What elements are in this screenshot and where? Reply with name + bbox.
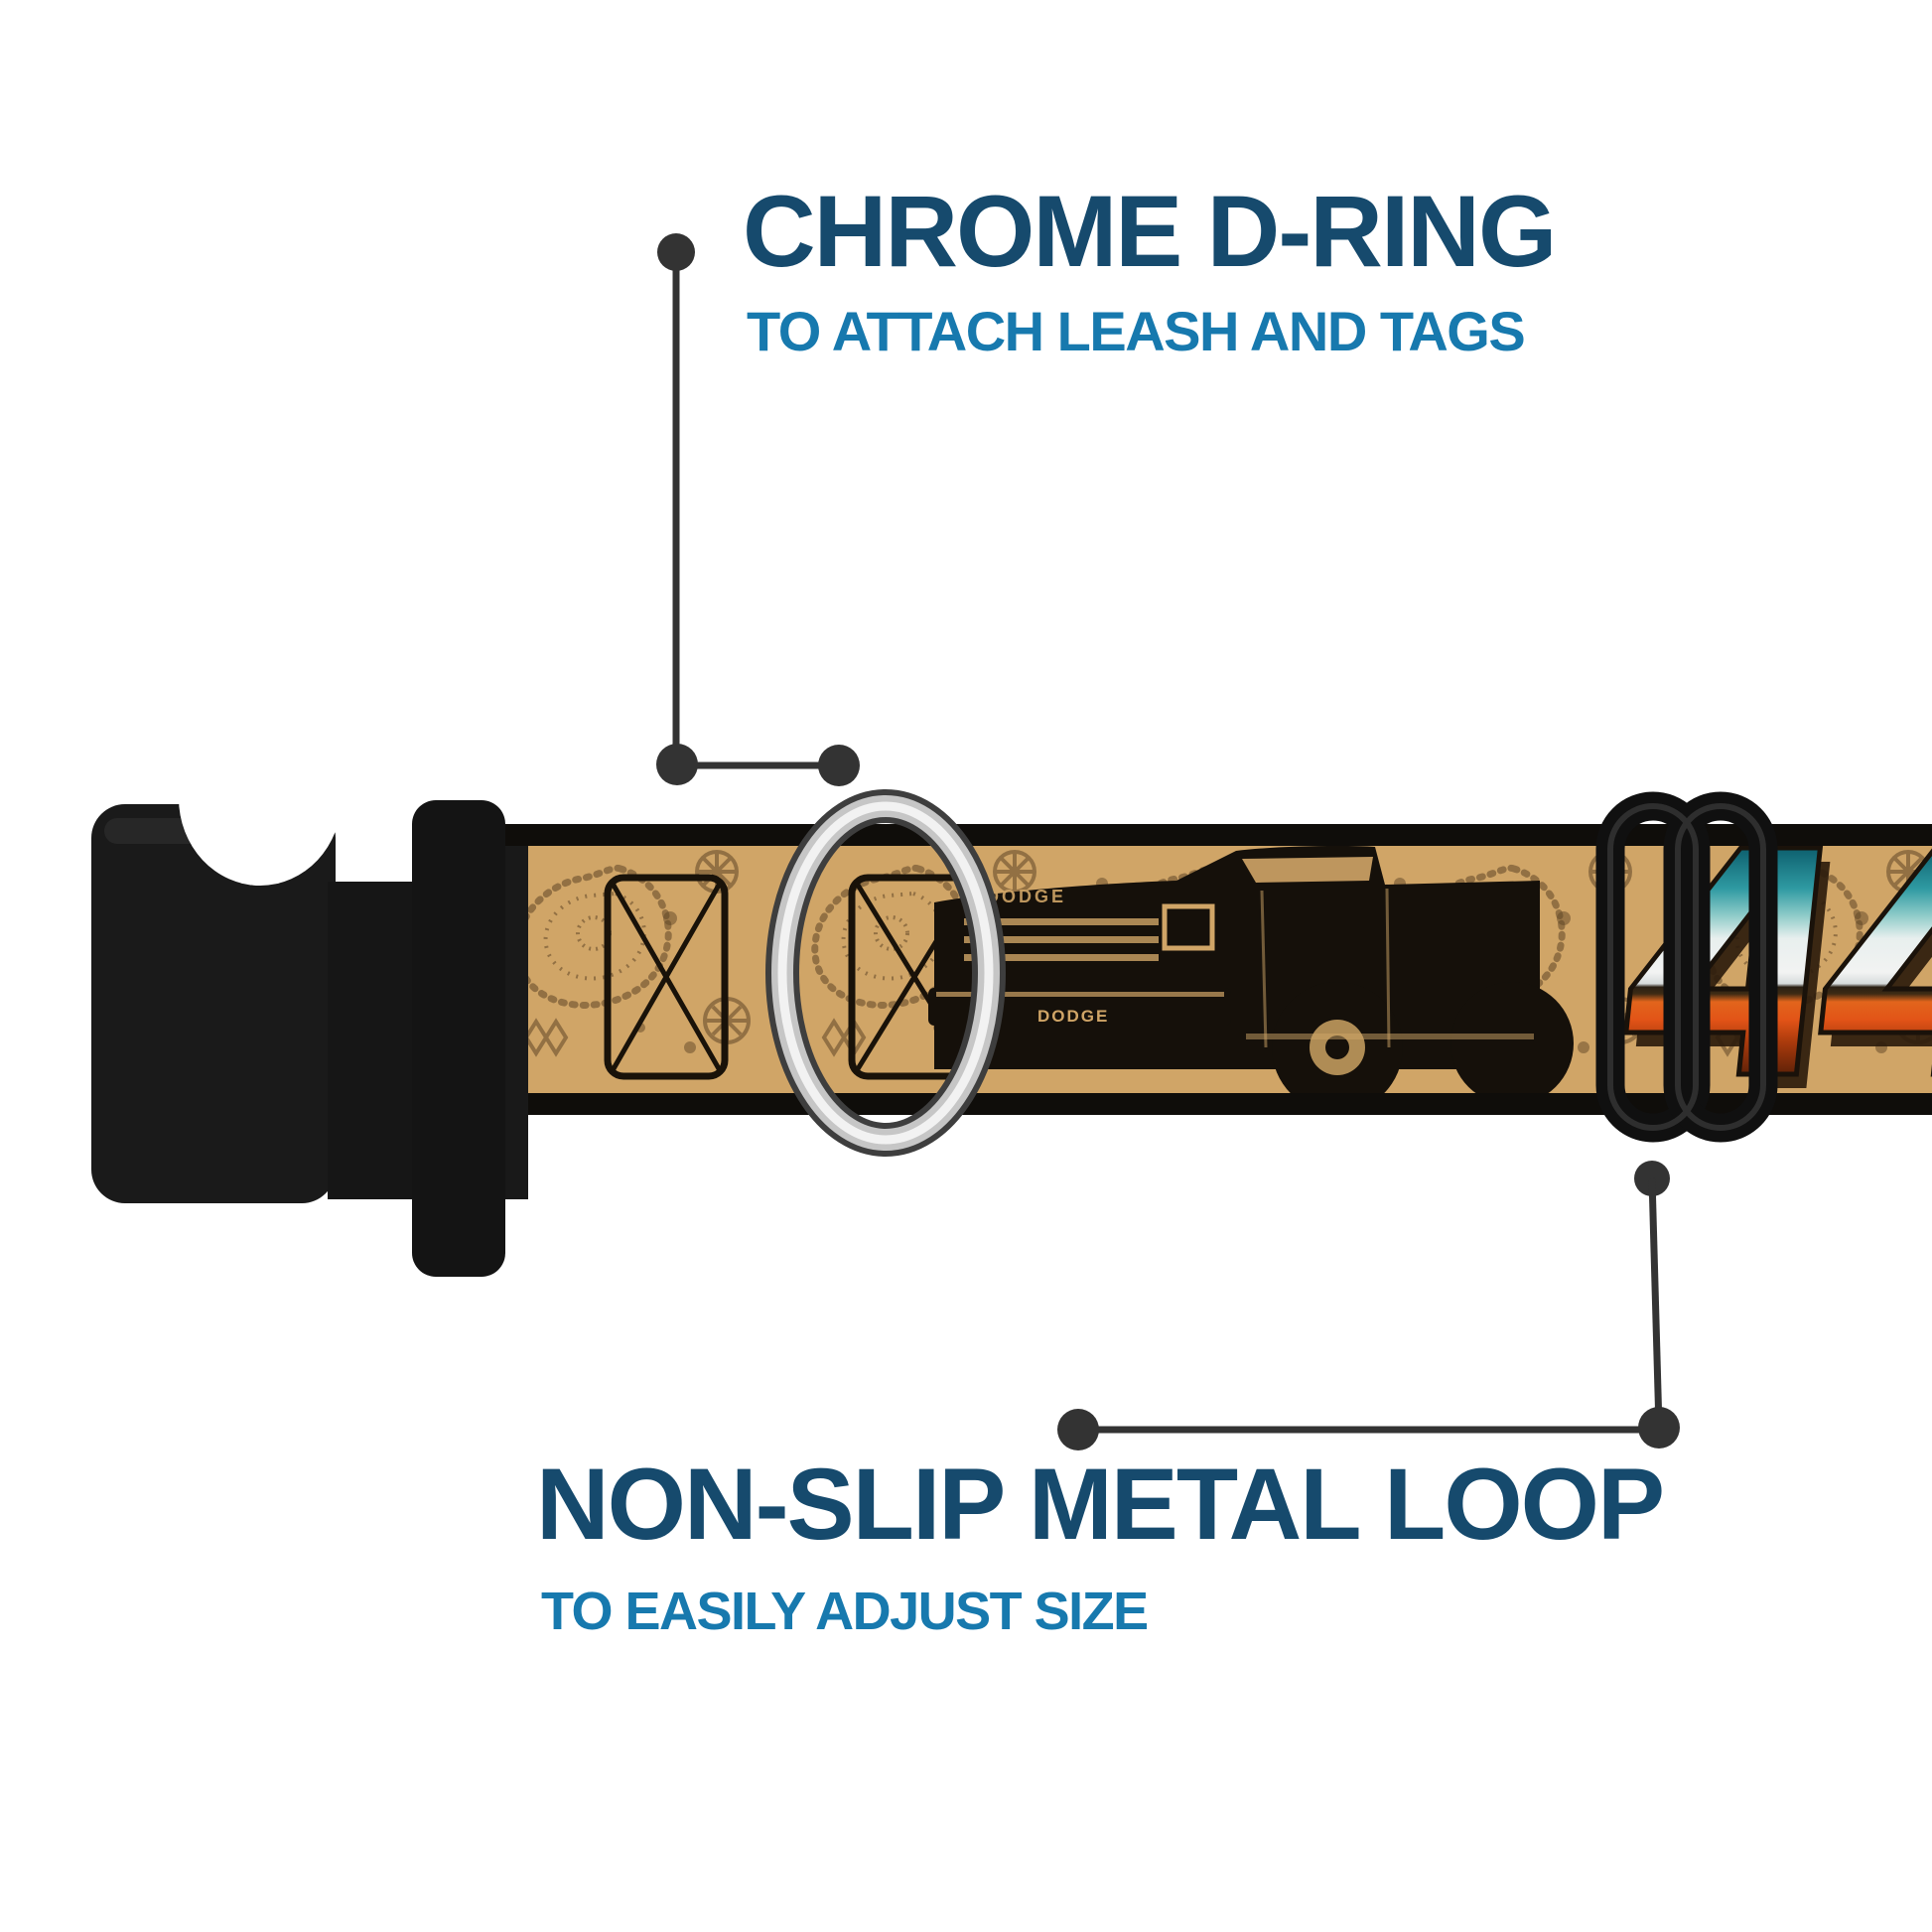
callout-dot xyxy=(656,744,698,785)
callout-dot xyxy=(1057,1409,1099,1450)
callout-line xyxy=(1648,1177,1663,1429)
top-callout-subtitle: TO ATTACH LEASH AND TAGS xyxy=(747,300,1526,362)
buckle-notch xyxy=(179,784,342,886)
bottom-callout-subtitle: TO EASILY ADJUST SIZE xyxy=(541,1582,1149,1641)
callout-dot xyxy=(1638,1407,1680,1449)
bottom-callout-title: NON-SLIP METAL LOOP xyxy=(536,1448,1665,1561)
callout-dot xyxy=(657,233,695,271)
top-callout-title: CHROME D-RING xyxy=(743,175,1557,288)
callout-dot xyxy=(1634,1161,1670,1196)
truck-hood-label: DODGE xyxy=(986,887,1066,906)
truck-headlight xyxy=(1162,903,1215,951)
truck-plate-label: DODGE xyxy=(1037,1007,1109,1026)
callout-dot xyxy=(818,745,860,786)
dodge-truck-graphic: DODGE DODGE xyxy=(928,846,1574,1113)
truck-far-wheel xyxy=(1450,982,1574,1105)
truck-windshield xyxy=(1242,857,1373,883)
chrome-d-ring xyxy=(765,789,1006,1157)
metal-loop xyxy=(1595,791,1778,1143)
stitch-box xyxy=(604,874,729,1080)
buckle xyxy=(91,784,528,1277)
